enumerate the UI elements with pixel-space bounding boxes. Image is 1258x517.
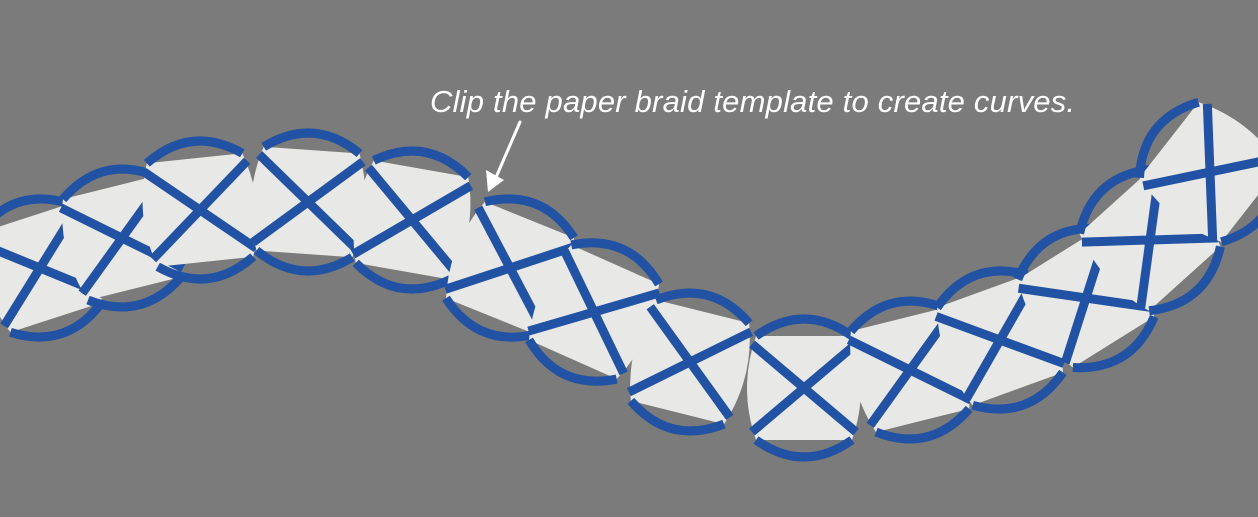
- braid-segment: [747, 319, 861, 457]
- braid-segment: [246, 129, 369, 275]
- caption-text: Clip the paper braid template to create …: [430, 84, 1076, 119]
- arrow-down-left-icon: [486, 120, 522, 192]
